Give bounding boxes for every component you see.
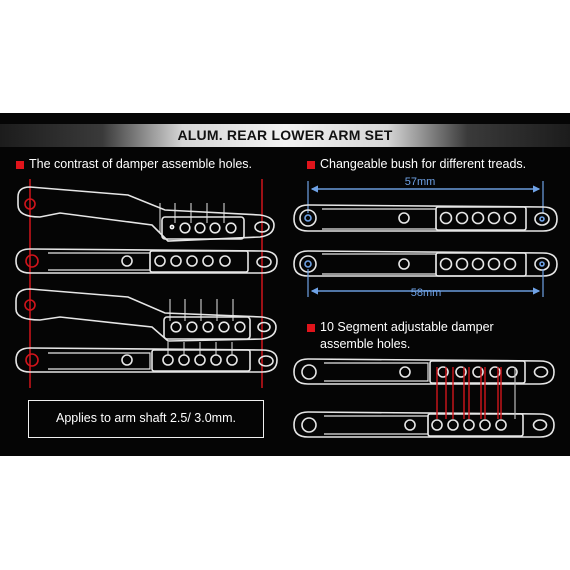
right-top-caption: Changeable bush for different treads. bbox=[320, 157, 527, 171]
left-arm-4-straight bbox=[15, 347, 278, 373]
left-arm-2-straight bbox=[15, 248, 278, 274]
left-arm-1-ticks bbox=[159, 203, 225, 233]
left-arm-3-bent bbox=[15, 288, 277, 342]
dimension-bottom bbox=[307, 269, 544, 297]
right-arm-d bbox=[293, 411, 555, 438]
note-box: Applies to arm shaft 2.5/ 3.0mm. bbox=[28, 400, 264, 438]
arm-illustrations: 57mm bbox=[15, 176, 558, 438]
right-arm-c bbox=[293, 358, 555, 385]
note-text: Applies to arm shaft 2.5/ 3.0mm. bbox=[56, 411, 236, 425]
title-bar: ALUM. REAR LOWER ARM SET bbox=[0, 124, 570, 147]
page-title: ALUM. REAR LOWER ARM SET bbox=[177, 127, 393, 143]
left-arm-3-ticks bbox=[169, 299, 234, 321]
right-bottom-caption: 10 Segment adjustable damper assemble ho… bbox=[320, 319, 494, 353]
adjustment-lines-red bbox=[436, 367, 502, 419]
left-caption: The contrast of damper assemble holes. bbox=[29, 157, 253, 171]
left-guide-lines bbox=[29, 179, 263, 388]
right-arm-b bbox=[293, 250, 558, 277]
bullet-left bbox=[16, 161, 24, 169]
right-bottom-caption-line2: assemble holes. bbox=[320, 337, 411, 351]
product-panel: ALUM. REAR LOWER ARM SET The contrast of… bbox=[0, 113, 570, 456]
bullet-right-top bbox=[307, 161, 315, 169]
dimension-top-label: 57mm bbox=[405, 176, 436, 188]
right-arm-a bbox=[293, 204, 558, 232]
dimension-top bbox=[307, 181, 544, 213]
left-arm-4-ticks bbox=[167, 342, 233, 355]
right-bottom-caption-line1: 10 Segment adjustable damper bbox=[320, 320, 494, 334]
dimension-bottom-label: 58mm bbox=[411, 287, 442, 299]
left-arm-1-bent bbox=[17, 186, 275, 242]
bullet-right-bottom bbox=[307, 324, 315, 332]
